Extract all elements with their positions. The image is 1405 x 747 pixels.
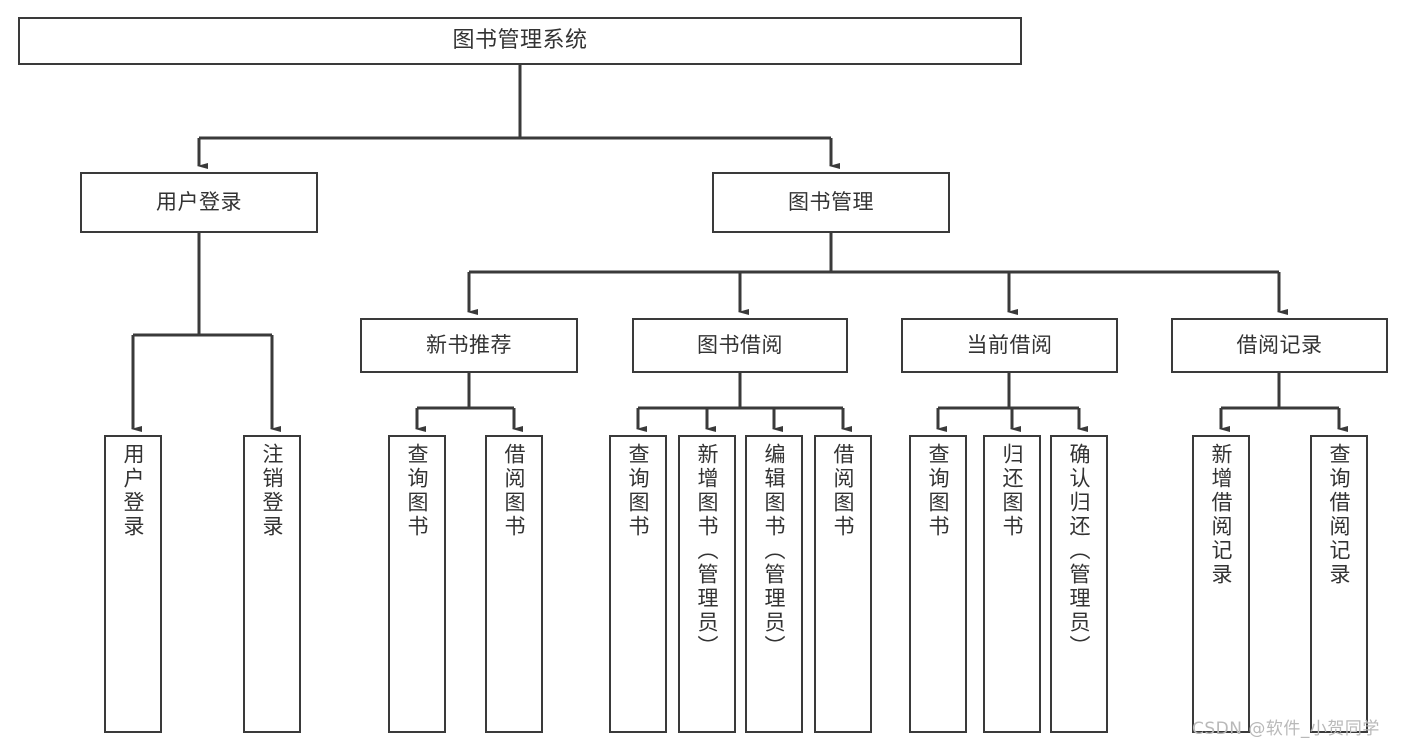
node-label: 查询图书 — [926, 443, 951, 539]
node-label: 新书推荐 — [426, 333, 512, 358]
node-label: 用户登录 — [156, 190, 242, 215]
node-label: 图书借阅 — [697, 333, 783, 358]
node-label: 查询借阅记录 — [1327, 443, 1352, 587]
node-label: 新增图书（管理员） — [695, 443, 720, 659]
node-borrow-record[interactable]: 借阅记录 — [1171, 318, 1388, 373]
node-label: 查询图书 — [405, 443, 430, 539]
node-leaf-return-book[interactable]: 归还图书 — [983, 435, 1041, 733]
node-book-borrow[interactable]: 图书借阅 — [632, 318, 848, 373]
node-leaf-add-book-admin[interactable]: 新增图书（管理员） — [678, 435, 736, 733]
node-label: 注销登录 — [260, 443, 285, 539]
node-leaf-query-book-recommendation[interactable]: 查询图书 — [388, 435, 446, 733]
node-label: 新增借阅记录 — [1209, 443, 1234, 587]
node-user-login[interactable]: 用户登录 — [80, 172, 318, 233]
node-label: 借阅图书 — [502, 443, 527, 539]
node-new-book-recommendation[interactable]: 新书推荐 — [360, 318, 578, 373]
node-label: 确认归还（管理员） — [1067, 443, 1092, 659]
node-label: 图书管理系统 — [452, 28, 588, 54]
node-leaf-confirm-return-admin[interactable]: 确认归还（管理员） — [1050, 435, 1108, 733]
node-leaf-query-borrow-record[interactable]: 查询借阅记录 — [1310, 435, 1368, 733]
node-label: 编辑图书（管理员） — [762, 443, 787, 659]
node-leaf-edit-book-admin[interactable]: 编辑图书（管理员） — [745, 435, 803, 733]
node-leaf-query-book-current[interactable]: 查询图书 — [909, 435, 967, 733]
node-leaf-borrow-book[interactable]: 借阅图书 — [814, 435, 872, 733]
node-leaf-add-borrow-record[interactable]: 新增借阅记录 — [1192, 435, 1250, 733]
node-label: 查询图书 — [626, 443, 651, 539]
csdn-watermark: CSDN @软件_小贺同学 — [1192, 719, 1380, 739]
node-label: 图书管理 — [788, 190, 874, 215]
node-root-system[interactable]: 图书管理系统 — [18, 17, 1022, 65]
node-book-management[interactable]: 图书管理 — [712, 172, 950, 233]
node-leaf-logout[interactable]: 注销登录 — [243, 435, 301, 733]
node-label: 当前借阅 — [966, 333, 1053, 358]
node-label: 借阅图书 — [831, 443, 856, 539]
node-current-borrow[interactable]: 当前借阅 — [901, 318, 1118, 373]
node-label: 借阅记录 — [1236, 333, 1323, 358]
node-label: 归还图书 — [1000, 443, 1025, 539]
node-label: 用户登录 — [121, 443, 146, 539]
node-leaf-user-login[interactable]: 用户登录 — [104, 435, 162, 733]
node-leaf-query-book-borrow[interactable]: 查询图书 — [609, 435, 667, 733]
node-leaf-borrow-book-recommendation[interactable]: 借阅图书 — [485, 435, 543, 733]
